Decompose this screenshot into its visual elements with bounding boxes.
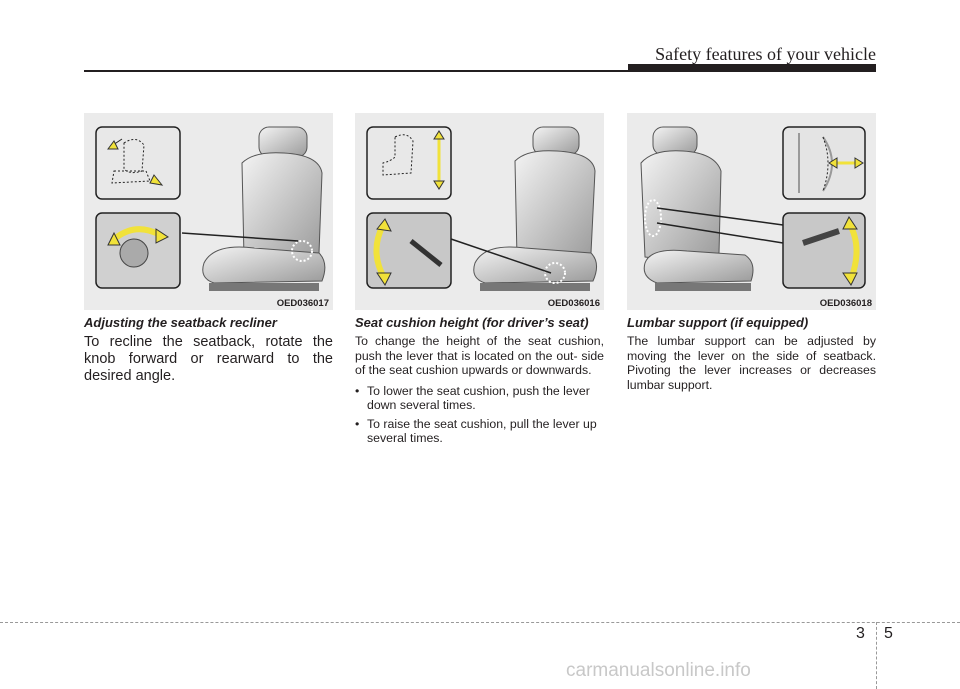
section-body: To recline the seatback, rotate the knob…: [84, 334, 333, 384]
section-title: Adjusting the seatback recliner: [84, 315, 277, 330]
footer-divider: [876, 622, 877, 689]
header-title: Safety features of your vehicle: [655, 44, 876, 64]
footer-rule: [0, 622, 960, 623]
section-seat-cushion-height: Seat cushion height (for driver’s seat) …: [355, 315, 604, 450]
figure-code: OED036016: [547, 298, 600, 309]
section-body: The lumbar support can be adjusted by mo…: [627, 334, 876, 392]
section-body: To change the height of the seat cushion…: [355, 334, 604, 377]
figure-lumbar-support: OED036018: [627, 113, 876, 310]
figure-code: OED036018: [819, 298, 872, 309]
seat-illustration-cushion: [366, 126, 597, 291]
bullet-list: To lower the seat cushion, push the leve…: [355, 384, 604, 446]
watermark: carmanualsonline.info: [566, 660, 751, 681]
figure-seatback-recliner: OED036017: [84, 113, 333, 310]
section-seatback-recliner: Adjusting the seatback recliner To recli…: [84, 315, 333, 385]
figure-seat-cushion-height: OED036016: [355, 113, 604, 310]
bullet-item: To raise the seat cushion, pull the leve…: [355, 417, 604, 446]
seat-illustration-recliner: [95, 126, 326, 291]
header-rule: [84, 70, 876, 72]
section-title: Lumbar support (if equipped): [627, 315, 809, 330]
header-tab-bar: [628, 64, 876, 72]
section-lumbar-support: Lumbar support (if equipped) The lumbar …: [627, 315, 876, 392]
figure-code: OED036017: [276, 298, 329, 309]
section-title: Seat cushion height (for driver’s seat): [355, 315, 589, 330]
page-chapter-number: 3: [856, 625, 865, 642]
page-number: 5: [884, 625, 893, 642]
bullet-item: To lower the seat cushion, push the leve…: [355, 384, 604, 413]
seat-illustration-lumbar: [640, 126, 866, 291]
